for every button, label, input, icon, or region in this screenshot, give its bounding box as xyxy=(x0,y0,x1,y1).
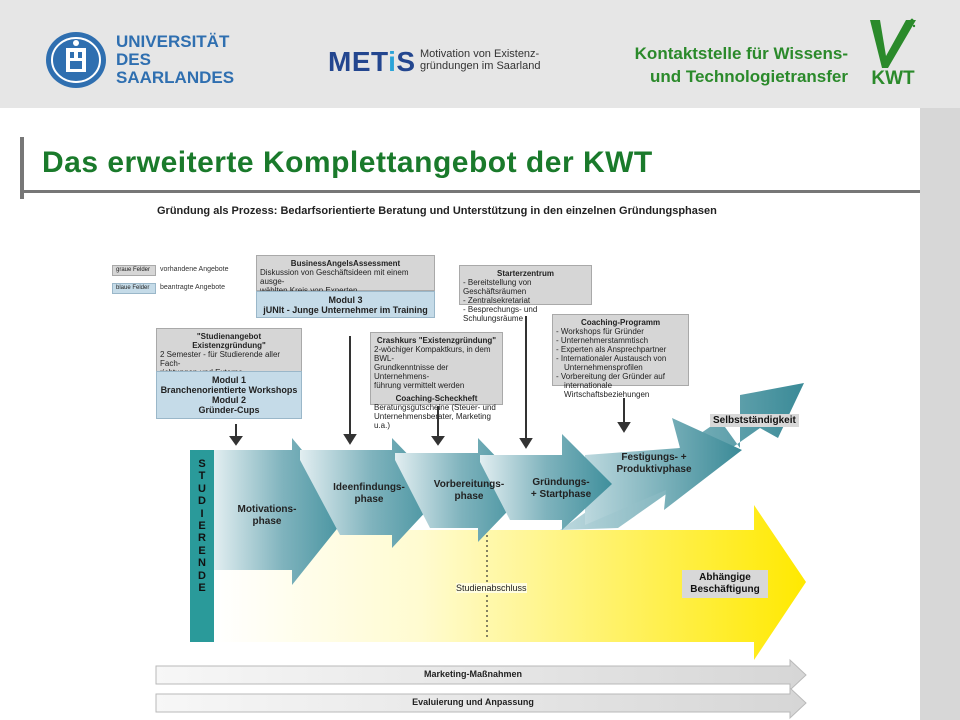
metis-logo-part-2: S xyxy=(396,46,416,77)
studienangebot-title-2: Existenzgründung" xyxy=(192,341,266,350)
legend-gray-chip: graue Felder xyxy=(112,265,156,276)
modul3-box: Modul 3 jUNIt - Junge Unternehmer im Tra… xyxy=(256,291,435,318)
crashkurs-text-2: Grundkenntnisse der Unternehmens- xyxy=(374,363,449,381)
modul1-2-box: Modul 1 Branchenorientierte Workshops Mo… xyxy=(156,371,302,419)
crashkurs-title: Crashkurs "Existenzgründung" xyxy=(376,336,497,345)
modul1-title: Modul 1 xyxy=(212,375,246,385)
abhaengige-line-1: Abhängige xyxy=(699,572,751,583)
crashkurs-text-1: 2-wöchiger Kompaktkurs, in dem BWL- xyxy=(374,345,491,363)
festigung-phase-arrow xyxy=(585,418,742,525)
legend-gray-text: vorhandene Angebote xyxy=(160,266,229,273)
coaching-scheckheft-title: Coaching-Scheckheft xyxy=(395,394,478,403)
phase-label-ideenfindung: Ideenfindungs-phase xyxy=(324,482,414,506)
modul3-text: jUNIt - Junge Unternehmer im Training xyxy=(263,305,428,315)
business-angels-box: BusinessAngelsAssessment Diskussion von … xyxy=(256,255,435,295)
kwt-logo-text: KWT xyxy=(871,68,915,88)
studienangebot-box: "Studienangebot Existenzgründung" 2 Seme… xyxy=(156,328,302,377)
evaluierung-label: Evaluierung und Anpassung xyxy=(412,697,534,707)
metis-logo-part-1: MET xyxy=(328,46,389,77)
kontaktstelle-line-1: Kontaktstelle für Wissens- xyxy=(634,44,848,63)
title-accent-bar xyxy=(20,137,24,199)
modul2-text: Gründer-Cups xyxy=(198,405,260,415)
phase-label-festigung: Festigungs- +Produktivphase xyxy=(604,452,704,476)
studienangebot-title-1: "Studienangebot xyxy=(196,332,262,341)
marketing-label: Marketing-Maßnahmen xyxy=(423,669,522,679)
header-band xyxy=(0,0,960,108)
phase-label-vorbereitung: Vorbereitungs-phase xyxy=(424,479,514,503)
modul1-text: Branchenorientierte Workshops xyxy=(160,385,298,395)
phase-label-motivation: Motivations-phase xyxy=(224,504,310,528)
coaching-programm-item-1: - Workshops für Gründer xyxy=(556,327,644,336)
metis-subtitle-line-2: gründungen im Saarland xyxy=(420,60,541,72)
studienabschluss-label: Studienabschluss xyxy=(456,583,527,593)
marketing-arrow xyxy=(155,658,807,692)
modul2-title: Modul 2 xyxy=(212,395,246,405)
starterzentrum-item-3: - Besprechungs- und Schulungsräume xyxy=(463,305,538,323)
starterzentrum-title: Starterzentrum xyxy=(497,269,554,278)
right-side-band xyxy=(920,108,960,720)
university-name: UNIVERSITÄT DES SAARLANDES xyxy=(116,33,234,87)
abhaengige-line-2: Beschäftigung xyxy=(690,584,760,595)
coaching-scheckheft-text-1: Beratungsgutscheine (Steuer- und xyxy=(374,403,496,412)
coaching-programm-item-7: internationale Wirtschaftsbeziehungen xyxy=(564,381,650,399)
coaching-programm-item-4: - Internationaler Austausch von xyxy=(556,354,667,363)
coaching-programm-item-2: - Unternehmerstammtisch xyxy=(556,336,649,345)
university-line-3: SAARLANDES xyxy=(116,68,235,87)
modul3-title: Modul 3 xyxy=(328,295,363,305)
university-seal-icon xyxy=(46,32,106,88)
business-angels-text-2: wählten Kreis von Experten xyxy=(260,286,431,295)
yellow-career-arrow xyxy=(214,505,806,660)
phase-label-ideenfindung-line-2: phase xyxy=(354,494,384,505)
phase-label-gruendung-line-2: + Startphase xyxy=(530,489,592,500)
phase-label-gruendung: Gründungs-+ Startphase xyxy=(516,477,606,501)
phase-label-vorbereitung-line-2: phase xyxy=(454,491,484,502)
metis-logo: METiS xyxy=(328,46,416,78)
phase-label-festigung-line-1: Festigungs- + xyxy=(621,452,687,463)
page-title: Das erweiterte Komplettangebot der KWT xyxy=(42,146,653,179)
legend-blue-chip: blaue Felder xyxy=(112,283,156,294)
metis-subtitle-line-1: Motivation von Existenz- xyxy=(420,48,540,60)
crashkurs-box: Crashkurs "Existenzgründung" 2-wöchiger … xyxy=(370,332,503,430)
business-angels-text-1: Diskussion von Geschäftsideen mit einem … xyxy=(260,268,409,286)
coaching-scheckheft-text-2: Unternehmensberater, Marketing u.a.) xyxy=(374,412,491,430)
kwt-logo-icon: KWT xyxy=(870,18,916,88)
evaluierung-arrow xyxy=(155,686,807,720)
starterzentrum-box: Starterzentrum - Bereitstellung von Gesc… xyxy=(459,265,592,323)
starterzentrum-item-2: - Zentralsekretariat xyxy=(463,296,531,305)
kontaktstelle-text: Kontaktstelle für Wissens- und Technolog… xyxy=(635,42,848,88)
metis-subtitle: Motivation von Existenz- gründungen im S… xyxy=(420,48,540,72)
coaching-programm-box: Coaching-Programm - Workshops für Gründe… xyxy=(552,314,689,399)
coaching-programm-item-6: - Vorbereitung der Gründer auf xyxy=(556,372,665,381)
university-line-2: DES xyxy=(116,50,151,69)
title-rule xyxy=(20,190,920,193)
gruendung-phase-arrow xyxy=(480,434,612,530)
phase-label-vorbereitung-line-1: Vorbereitungs- xyxy=(433,479,505,490)
business-angels-title: BusinessAngelsAssessment xyxy=(290,259,401,268)
starterzentrum-item-1: - Bereitstellung von Geschäftsräumen xyxy=(463,278,532,296)
selbststaendigkeit-label: Selbstständigkeit xyxy=(710,414,799,427)
phase-label-motivation-line-1: Motivations- xyxy=(237,504,297,515)
studienangebot-text-1: 2 Semester - für Studierende aller Fach- xyxy=(160,350,281,368)
coaching-programm-item-5: Unternehmensprofilen xyxy=(564,363,643,372)
phase-label-festigung-line-2: Produktivphase xyxy=(616,464,692,475)
phase-label-motivation-line-2: phase xyxy=(252,516,282,527)
down-arrows xyxy=(229,316,631,449)
phase-label-gruendung-line-1: Gründungs- xyxy=(532,477,590,488)
coaching-programm-title: Coaching-Programm xyxy=(580,318,661,327)
legend-blue-text: beantragte Angebote xyxy=(160,284,226,291)
crashkurs-text-3: führung vermittelt werden xyxy=(374,381,465,390)
diagram-subtitle: Gründung als Prozess: Bedarfsorientierte… xyxy=(157,205,717,217)
coaching-programm-item-3: - Experten als Ansprechpartner xyxy=(556,345,667,354)
metis-logo-i: i xyxy=(388,46,397,77)
university-line-1: UNIVERSITÄT xyxy=(116,32,230,51)
phase-label-ideenfindung-line-1: Ideenfindungs- xyxy=(333,482,405,493)
kontaktstelle-line-2: und Technologietransfer xyxy=(649,67,848,86)
